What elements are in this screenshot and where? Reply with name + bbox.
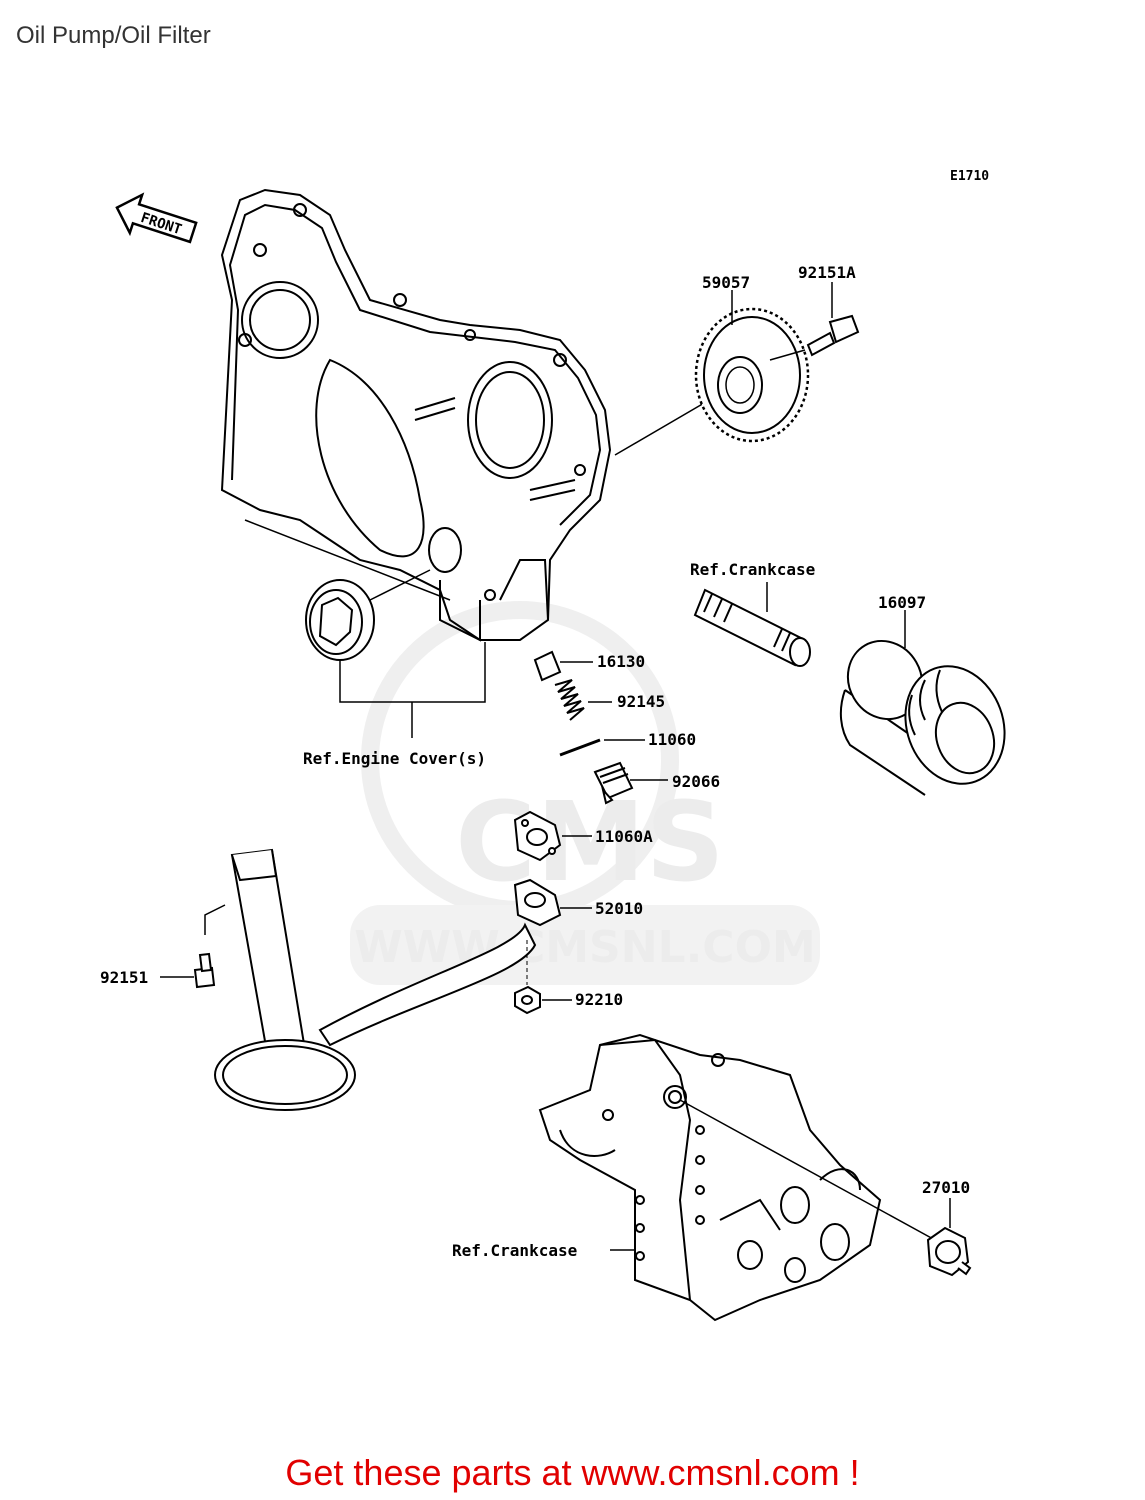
- part-92210-label[interactable]: 92210: [575, 990, 623, 1009]
- engine-cover-ref-bracket: [339, 642, 486, 738]
- plug-drawing: [593, 761, 634, 805]
- part-11060a-label[interactable]: 11060A: [595, 827, 653, 846]
- oil-pump-gear-drawing: [694, 307, 810, 443]
- engine-cover-drawing: [220, 188, 612, 642]
- part-92151-label[interactable]: 92151: [100, 968, 148, 987]
- part-52010-label[interactable]: 52010: [595, 899, 643, 918]
- page-title: Oil Pump/Oil Filter: [16, 22, 211, 49]
- crankcase-pipe-drawing: [693, 588, 811, 667]
- cmsnl-watermark: CMS WWW.CMSNL.COM: [350, 601, 820, 985]
- part-92145-label[interactable]: 92145: [617, 692, 665, 711]
- watermark-logo: CMS: [455, 778, 724, 906]
- oil-pressure-switch-drawing: [926, 1226, 972, 1277]
- part-92151a-label[interactable]: 92151A: [798, 263, 856, 282]
- watermark-text: WWW.CMSNL.COM: [354, 922, 816, 973]
- oil-filter-drawing: [839, 639, 1006, 796]
- part-27010-label[interactable]: 27010: [922, 1178, 970, 1197]
- part-59057-label[interactable]: 59057: [702, 273, 750, 292]
- diagram-code: E1710: [950, 169, 989, 184]
- part-16130-label[interactable]: 16130: [597, 652, 645, 671]
- ref-crankcase-upper-label: Ref.Crankcase: [690, 560, 815, 579]
- ref-engine-cover-label: Ref.Engine Cover(s): [303, 749, 486, 768]
- gasket-drawing: [513, 810, 562, 862]
- part-92066-label[interactable]: 92066: [672, 772, 720, 791]
- oil-pump-rotor-drawing: [305, 579, 375, 661]
- footer-cta[interactable]: Get these parts at www.cmsnl.com !: [285, 1452, 860, 1493]
- relief-plunger-drawing: [533, 650, 562, 682]
- bolt-92151-drawing: [193, 952, 216, 989]
- spring-drawing: [554, 679, 585, 721]
- part-16097-label[interactable]: 16097: [878, 593, 926, 612]
- cover-rotor-leader: [244, 519, 451, 601]
- pin-drawing: [559, 738, 601, 757]
- bolt-92151a-drawing: [806, 314, 860, 357]
- nut-drawing: [514, 985, 541, 1015]
- ref-crankcase-lower-label: Ref.Crankcase: [452, 1241, 577, 1260]
- part-11060-label[interactable]: 11060: [648, 730, 696, 749]
- front-arrow-icon: FRONT: [115, 192, 198, 244]
- crankcase-drawing: [538, 1033, 882, 1322]
- oil-strainer-drawing: [214, 848, 562, 1111]
